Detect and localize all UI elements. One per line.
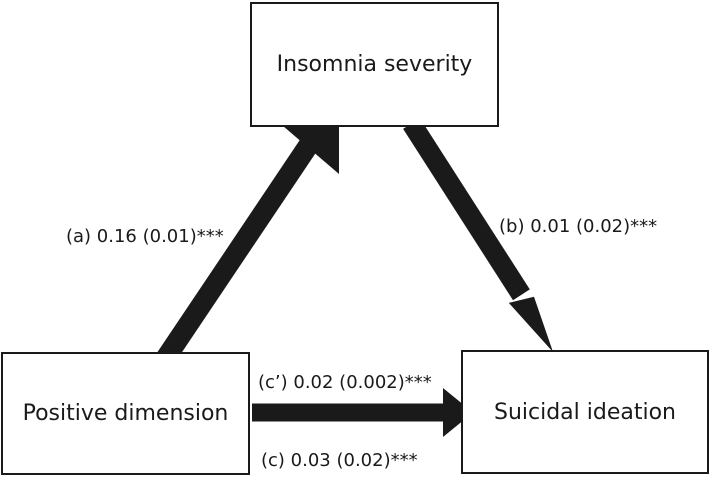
path-c-label: (c) 0.03 (0.02)*** [261, 450, 418, 471]
path-c-prime-label: (c’) 0.02 (0.002)*** [258, 372, 432, 393]
outcome-label: Suicidal ideation [493, 399, 676, 425]
arrow-a [157, 118, 339, 365]
outcome-box: Suicidal ideation [461, 350, 709, 474]
arrow-b [403, 118, 553, 352]
predictor-box: Positive dimension [1, 352, 250, 475]
mediator-label: Insomnia severity [276, 52, 473, 77]
arrow-c-prime [252, 388, 473, 437]
mediator-box: Insomnia severity [250, 2, 499, 127]
path-b-label: (b) 0.01 (0.02)*** [499, 216, 658, 237]
predictor-label: Positive dimension [22, 401, 229, 426]
path-a-label: (a) 0.16 (0.01)*** [66, 226, 224, 247]
